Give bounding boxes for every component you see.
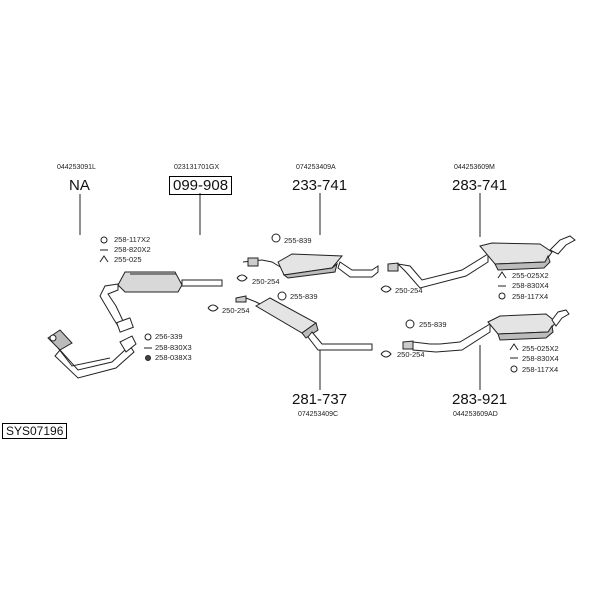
accessory-center-bottom-gasket[interactable]: 250-254	[222, 306, 250, 315]
clamp-icon	[277, 291, 287, 301]
part-number-center-bottom[interactable]: 281-737	[292, 391, 348, 408]
catalyst-drawing	[117, 271, 223, 293]
ring-icon	[100, 236, 108, 244]
part-number-front-pipe[interactable]: NA	[69, 177, 90, 194]
accessory-cat-2[interactable]: 258-820X2	[114, 245, 151, 254]
accessory-rear-bottom-clamp[interactable]: 255-839	[419, 320, 447, 329]
oem-number-center-bottom: 074253409C	[298, 411, 339, 418]
accessory-front-3[interactable]: 258-038X3	[155, 353, 192, 362]
accessory-front-2[interactable]: 258-830X3	[155, 343, 192, 352]
part-number-catalyst[interactable]: 099-908	[169, 176, 233, 195]
center-top-silencer-drawing	[242, 253, 379, 279]
nut-icon	[145, 355, 151, 361]
accessory-rear-top-3[interactable]: 258-117X4	[512, 292, 549, 301]
system-code: SYS07196	[2, 423, 68, 439]
part-number-rear-top[interactable]: 283-741	[452, 177, 508, 194]
ring-icon	[498, 292, 506, 300]
accessory-front-1[interactable]: 256-339	[155, 332, 183, 341]
part-number-center-top[interactable]: 233-741	[292, 177, 348, 194]
gasket-icon	[380, 285, 392, 293]
hanger-icon	[509, 343, 519, 351]
accessory-center-top-gasket[interactable]: 250-254	[252, 277, 280, 286]
part-number-rear-bottom[interactable]: 283-921	[452, 391, 508, 408]
rear-top-muffler-drawing	[387, 235, 576, 289]
center-bottom-silencer-drawing	[235, 295, 373, 351]
accessory-rear-top-gasket[interactable]: 250-254	[395, 286, 423, 295]
gasket-icon	[236, 274, 248, 282]
oem-number-rear-bottom: 044253609AD	[453, 411, 498, 418]
hanger-icon	[497, 271, 507, 279]
oem-number-rear-top: 044253609M	[454, 164, 495, 171]
gasket-icon	[380, 350, 392, 358]
clamp-icon	[271, 233, 281, 243]
ring-icon	[510, 365, 518, 373]
accessory-center-bottom-clamp[interactable]: 255-839	[290, 292, 318, 301]
gasket-icon	[207, 304, 219, 312]
ring-icon	[144, 333, 152, 341]
accessory-rear-bottom-1[interactable]: 255-025X2	[522, 344, 559, 353]
accessory-rear-bottom-3[interactable]: 258-117X4	[522, 365, 559, 374]
accessory-cat-1[interactable]: 258-117X2	[114, 235, 151, 244]
accessory-cat-3[interactable]: 255-025	[114, 255, 142, 264]
hanger-icon	[99, 255, 109, 263]
front-pipe-drawing	[47, 283, 137, 379]
rear-bottom-muffler-drawing	[402, 309, 570, 353]
oem-number-catalyst: 023131701GX	[174, 164, 220, 171]
oem-number-center-top: 074253409A	[296, 164, 336, 171]
accessory-rear-top-2[interactable]: 258-830X4	[512, 281, 549, 290]
clamp-icon	[405, 319, 415, 329]
oem-number-front-pipe: 044253091L	[57, 164, 96, 171]
accessory-center-top-clamp[interactable]: 255-839	[284, 236, 312, 245]
accessory-rear-bottom-2[interactable]: 258-830X4	[522, 354, 559, 363]
accessory-rear-top-1[interactable]: 255-025X2	[512, 271, 549, 280]
accessory-rear-bottom-gasket[interactable]: 250-254	[397, 350, 425, 359]
